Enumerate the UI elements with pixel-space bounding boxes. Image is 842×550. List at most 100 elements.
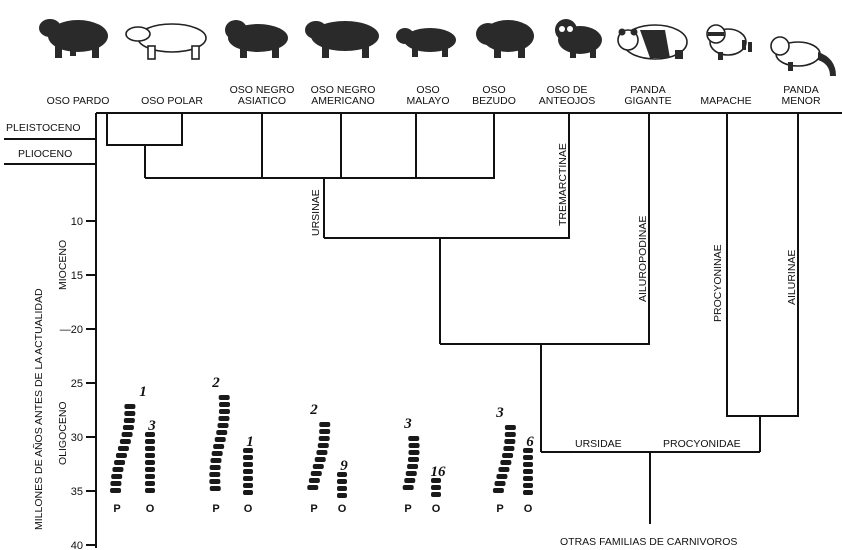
chromosome-p-label: P [212,503,219,515]
chromosome-o-band [337,479,347,484]
chromosome-o-band [431,492,441,497]
chromosome-p-band [502,453,513,458]
chromosome-p-number: 2 [211,375,220,391]
chromosome-o-number: 9 [340,458,348,474]
polar-bear-icon [126,24,206,59]
axis-tick-label-6: 35 [71,486,83,498]
chromosome-p-band [406,471,417,476]
chromosome-o-band [523,462,533,467]
species-label-spectacled-bear-line-2: ANTEOJOS [539,95,596,107]
chromosome-o-band [523,469,533,474]
chromosome-p-band [210,458,221,463]
chromosome-o-band [243,483,253,488]
branch-ursine-bar [145,113,494,178]
chromosome-o-band [431,485,441,490]
chromosome-p-band [404,478,415,483]
chromosome-p-band [122,432,133,437]
chromosome-o-label: O [338,503,347,515]
chromosome-o-band [523,483,533,488]
chromosome-p-band [114,460,125,465]
chromosome-p-band [218,416,229,421]
axis-tick-label-3: —20 [60,324,83,336]
american-black-bear-icon [305,21,379,58]
chromosome-p-band [313,464,324,469]
species-label-american-black-bear-line-2: AMERICANO [311,95,375,107]
chromosome-p-band [307,485,318,490]
chromosome-o-band [523,455,533,460]
chromosome-o-band [145,474,155,479]
chromosome-o-band [337,486,347,491]
chromosome-p-number: 2 [309,402,318,418]
species-label-red-panda-line-2: MENOR [781,95,821,107]
chromosome-p-label: P [113,503,120,515]
chromosome-p-band [493,488,504,493]
chromosome-p-band [110,481,121,486]
branch-brown-polar [107,113,182,145]
chromosome-pair-3: 2 9P O [307,402,348,515]
chromosome-o-band [337,493,347,498]
spectacled-bear-icon [555,19,602,58]
axis-tick-label-4: 25 [71,378,83,390]
chromosome-o-number: 6 [526,434,534,450]
chromosome-o-label: O [524,503,533,515]
clade-procyoninae: PROCYONINAE [712,244,724,322]
chromosome-p-band [409,443,420,448]
chromosome-p-band [219,395,230,400]
red-panda-icon [771,37,836,76]
chromosome-p-band [316,450,327,455]
axis-tick-label-7: 40 [71,540,83,550]
chromosome-pairs: 13PO21PO29PO316PO36PO [110,375,534,515]
chromosome-p-band [212,451,223,456]
chromosome-p-band [124,411,135,416]
chromosome-o-band [145,488,155,493]
chromosome-p-band [112,467,123,472]
chromosome-p-number: 3 [403,416,412,432]
chromosome-p-band [496,474,507,479]
chromosome-p-label: P [310,503,317,515]
family-ursidae: URSIDAE [575,438,622,450]
branch-tremarctinae [324,113,569,238]
chromosome-p-band [219,402,230,407]
tree-branches [107,113,798,524]
period-plioceno: PLIOCENO [18,148,72,160]
chromosome-p-band [319,422,330,427]
chromosome-o-band [145,460,155,465]
species-label-asian-black-bear-line-2: ASIATICO [238,95,286,107]
chromosome-p-band [500,460,511,465]
period-pleistoceno: PLEISTOCENO [6,122,81,134]
chromosome-p-label: P [496,503,503,515]
chromosome-p-band [210,486,221,491]
chromosome-p-band [408,450,419,455]
clade-tremarctinae: TREMARCTINAE [557,143,569,226]
period-oligoceno: OLIGOCENO [57,401,69,465]
chromosome-p-band [504,439,515,444]
chromosome-p-band [311,471,322,476]
branch-ailuropodinae [440,113,649,344]
chromosome-o-band [243,476,253,481]
chromosome-p-band [318,443,329,448]
chromosome-p-label: P [404,503,411,515]
giant-panda-icon [618,25,687,59]
species-labels: OSO PARDOOSO POLAROSO NEGROASIATICOOSO N… [47,84,821,107]
chromosome-p-band [503,446,514,451]
species-label-polar-bear-line-1: OSO POLAR [141,95,203,107]
chromosome-p-number: 3 [495,405,504,421]
chromosome-p-band [315,457,326,462]
chromosome-o-band [145,453,155,458]
brown-bear-icon [39,19,108,58]
chromosome-p-band [309,478,320,483]
chromosome-p-band [495,481,506,486]
chromosome-p-band [498,467,509,472]
clade-ursinae: URSINAE [310,189,322,236]
axis-tick-label-1: 10 [71,216,83,228]
chromosome-p-band [403,485,414,490]
chromosome-p-band [209,472,220,477]
chromosome-p-band [215,437,226,442]
chromosome-o-band [523,476,533,481]
chromosome-p-band [120,439,131,444]
chromosome-p-band [216,430,227,435]
chromosome-pair-1: 13PO [110,384,156,515]
